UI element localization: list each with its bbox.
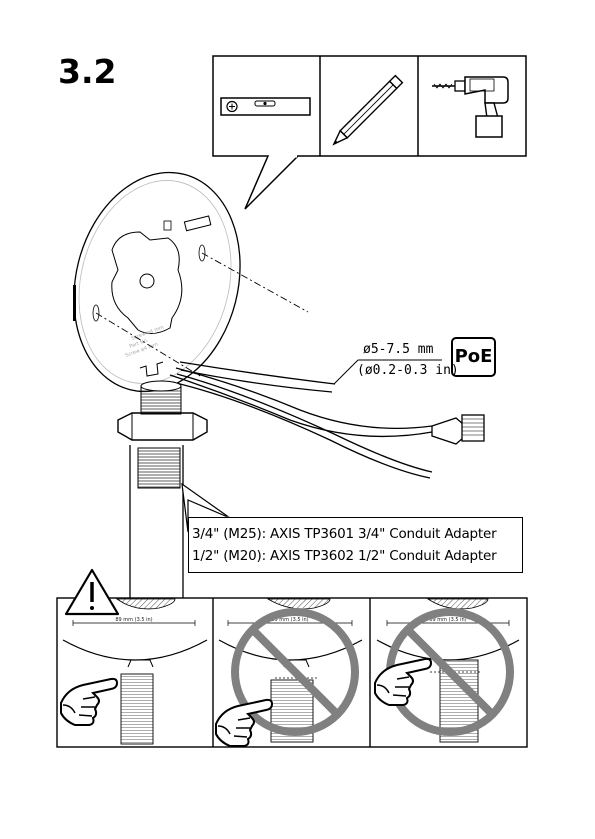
rj45-connector-icon <box>432 415 484 444</box>
conduit-adapter-line-1: 3/4" (M25): AXIS TP3601 3/4" Conduit Ada… <box>192 526 496 542</box>
cables <box>170 362 432 478</box>
warning-triangle-icon <box>66 570 118 614</box>
conduit-adapter-box: 3/4" (M25): AXIS TP3601 3/4" Conduit Ada… <box>188 517 523 573</box>
panel-1-dimension: 89 mm (3.5 in) <box>115 617 152 623</box>
mounting-bracket: Screw ø4 mm Part No. Screw ø4 mm <box>52 155 263 410</box>
poe-badge: PoE <box>451 337 496 377</box>
cable-diameter-mm: ø5-7.5 mm <box>363 342 433 357</box>
spirit-level-icon <box>221 98 310 115</box>
conduit-adapter-line-2: 1/2" (M20): AXIS TP3602 1/2" Conduit Ada… <box>192 548 496 564</box>
cable-diameter-in: (ø0.2-0.3 in) <box>357 363 459 378</box>
